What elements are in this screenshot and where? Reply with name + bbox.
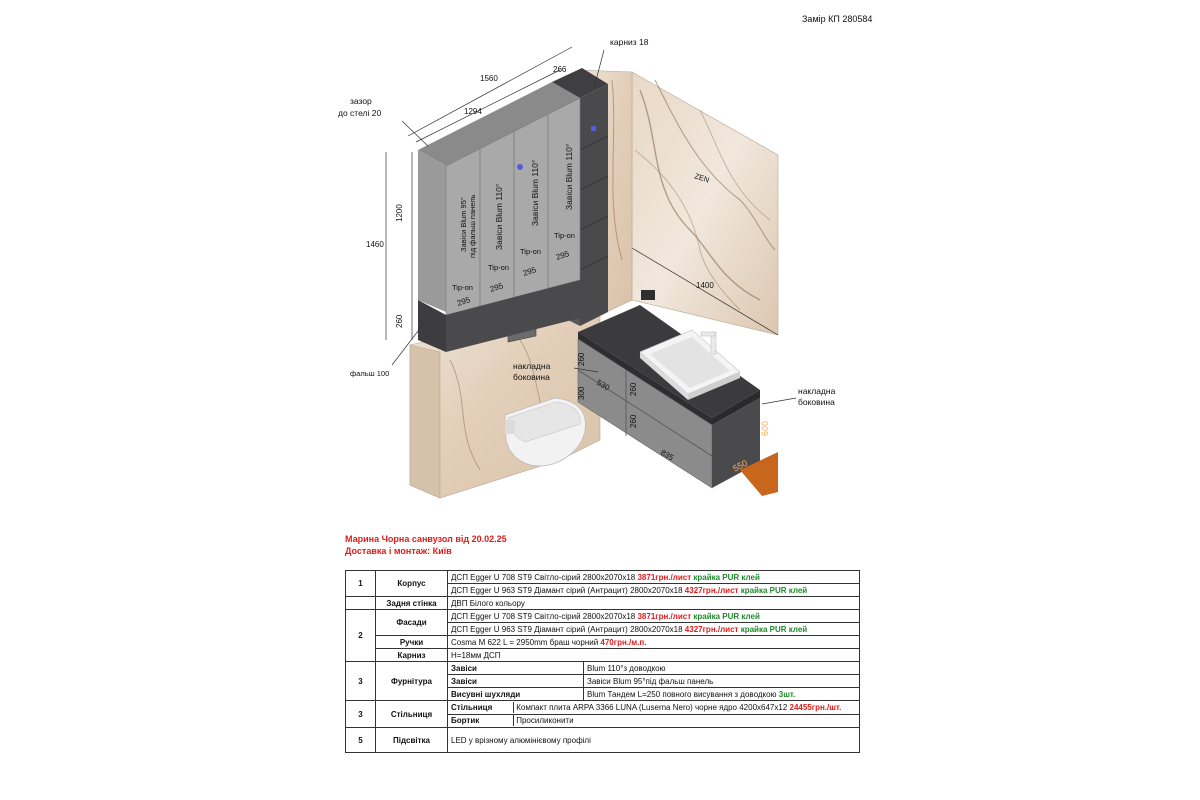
- category-cell: Фасади: [375, 609, 448, 636]
- dim-door-width-2: 295: [489, 281, 505, 294]
- dim-vanity-h-bottom: 300: [577, 386, 586, 400]
- cornice-label: карниз 18: [610, 37, 649, 47]
- table-row: Завіси Завіси Blum 95°під фальш панель: [346, 674, 861, 688]
- order-heading: Марина Чорна санвузол від 20.02.25 Доста…: [345, 533, 507, 557]
- wall-hung-toilet: [504, 397, 586, 467]
- row-number: 3: [345, 661, 376, 701]
- dim-base-height: 260: [395, 314, 404, 328]
- dim-vanity-front-top: 260: [629, 382, 638, 396]
- category-cell: Задня стінка: [375, 596, 448, 610]
- table-row: 2 Фасади ДСП Egger U 708 ST9 Світло-сіри…: [345, 609, 861, 662]
- overlay-side-right-label-2: боковина: [798, 397, 835, 407]
- row-number: 3: [345, 700, 376, 728]
- right-wall: [631, 71, 779, 336]
- material-cell: Стільниця Компакт плита ARPA 3366 LUNA (…: [446, 700, 861, 715]
- material-cell: Завіси Blum 95°під фальш панель: [582, 674, 861, 688]
- floor-mark-label: ZEN: [693, 171, 710, 184]
- material-cell: Blum 110°з доводкою: [582, 661, 861, 675]
- tipon-label-3: Tip-on: [520, 247, 541, 256]
- table-row: Ручки Cosma M 622 L = 2950mm браш чорний…: [346, 635, 861, 649]
- material-cell: Cosma M 622 L = 2950mm браш чорний 470гр…: [446, 635, 861, 649]
- material-cell: ДСП Egger U 708 ST9 Світло-сірий 2800x20…: [446, 570, 861, 584]
- table-row: Задня стінка ДВП Білого кольору: [345, 596, 861, 610]
- category-cell: Корпус: [375, 570, 448, 597]
- overlay-side-left-label-2: боковина: [513, 372, 550, 382]
- table-row: 3 Фурнітура Завіси Blum 110°з доводкою: [345, 661, 861, 701]
- material-cell: ДВП Білого кольору: [446, 596, 861, 610]
- gap-label-line1: зазор: [350, 96, 372, 106]
- subcategory-cell: Завіси: [447, 674, 584, 688]
- dimension-lines: [385, 46, 797, 405]
- dim-vanity-h-top: 260: [577, 352, 586, 366]
- tipon-label-2: Tip-on: [488, 263, 509, 272]
- client-line: Марина Чорна санвузол від 20.02.25: [345, 534, 507, 544]
- bathroom-furniture-drawing: карниз 18 зазор до стелі 20 фальш 100 на…: [338, 37, 836, 499]
- subcategory-cell: Завіси: [447, 661, 584, 675]
- cabinet-base-strip: [418, 280, 580, 352]
- material-cell: ДСП Egger U 708 ST9 Світло-сірий 2800x20…: [446, 609, 861, 623]
- row-number: [345, 596, 376, 610]
- dim-cabinet-width: 1294: [464, 107, 482, 116]
- gap-label-line2: до стелі 20: [338, 108, 381, 118]
- tipon-label-4: Tip-on: [554, 231, 575, 240]
- upper-wall-cabinet: [418, 82, 581, 316]
- overlay-side-right-label-1: накладна: [798, 386, 836, 396]
- category-cell: Фурнітура: [375, 661, 448, 701]
- document-number: Замір КП 280584: [802, 14, 873, 24]
- dim-door-width-3: 295: [522, 265, 538, 278]
- door-note-3: Завіси Blum 110°: [530, 160, 540, 226]
- category-cell: Підсвітка: [375, 727, 448, 753]
- material-cell: Бортик Просиликонити: [446, 713, 861, 728]
- dim-wall-length: 1400: [696, 281, 714, 290]
- vanity-unit: [577, 305, 778, 496]
- specification-table: 1 Корпус ДСП Egger U 708 ST9 Світло-сіри…: [345, 570, 861, 753]
- table-row: 3 Стільниця Стільниця Компакт плита ARPA…: [345, 700, 861, 728]
- row-number: 1: [345, 570, 376, 597]
- door-note-1-line2: під фальш панель: [468, 194, 477, 258]
- dim-upper-height: 1200: [395, 204, 404, 222]
- row-number: 5: [345, 727, 376, 753]
- category-cell: Карниз: [375, 648, 448, 662]
- wall-socket: [641, 290, 655, 300]
- table-row: 1 Корпус ДСП Egger U 708 ST9 Світло-сіри…: [345, 570, 861, 597]
- door-note-1: Завіси Blum 95°: [459, 197, 468, 252]
- category-cell: Ручки: [375, 635, 448, 649]
- row-number: 2: [345, 609, 376, 662]
- table-row: Карниз H=18мм ДСП: [346, 648, 861, 662]
- material-cell: H=18мм ДСП: [446, 648, 861, 662]
- category-cell: Стільниця: [375, 700, 448, 728]
- door-note-2: Завіси Blum 110°: [494, 184, 504, 250]
- dim-door-width-4: 295: [555, 249, 571, 262]
- material-cell: Blum Тандем L=250 повного висування з до…: [582, 687, 861, 701]
- dim-vanity-front-bottom: 260: [629, 414, 638, 428]
- dim-total-height: 1460: [366, 240, 384, 249]
- material-cell: LED у врізному алюмінієвому профілі: [446, 727, 861, 753]
- dim-door-width-1: 295: [456, 295, 472, 308]
- tipon-label-1: Tip-on: [452, 283, 473, 292]
- material-cell: ДСП Egger U 963 ST9 Діамант сірий (Антра…: [446, 622, 861, 636]
- table-row: 5 Підсвітка LED у врізному алюмінієвому …: [345, 727, 861, 753]
- overlay-side-left-label-1: накладна: [513, 361, 551, 371]
- delivery-line: Доставка і монтаж: Київ: [345, 546, 452, 556]
- material-cell: ДСП Egger U 963 ST9 Діамант сірий (Антра…: [446, 583, 861, 597]
- table-row: Висувні шухляди Blum Тандем L=250 повног…: [346, 687, 861, 701]
- dim-vanity-side-height: 600: [760, 421, 770, 436]
- dim-total-width: 1560: [480, 74, 498, 83]
- dim-column-width: 266: [553, 65, 567, 74]
- door-note-4: Завіси Blum 110°: [564, 144, 574, 210]
- subcategory-cell: Висувні шухляди: [447, 687, 584, 701]
- false-panel-label: фальш 100: [350, 369, 389, 378]
